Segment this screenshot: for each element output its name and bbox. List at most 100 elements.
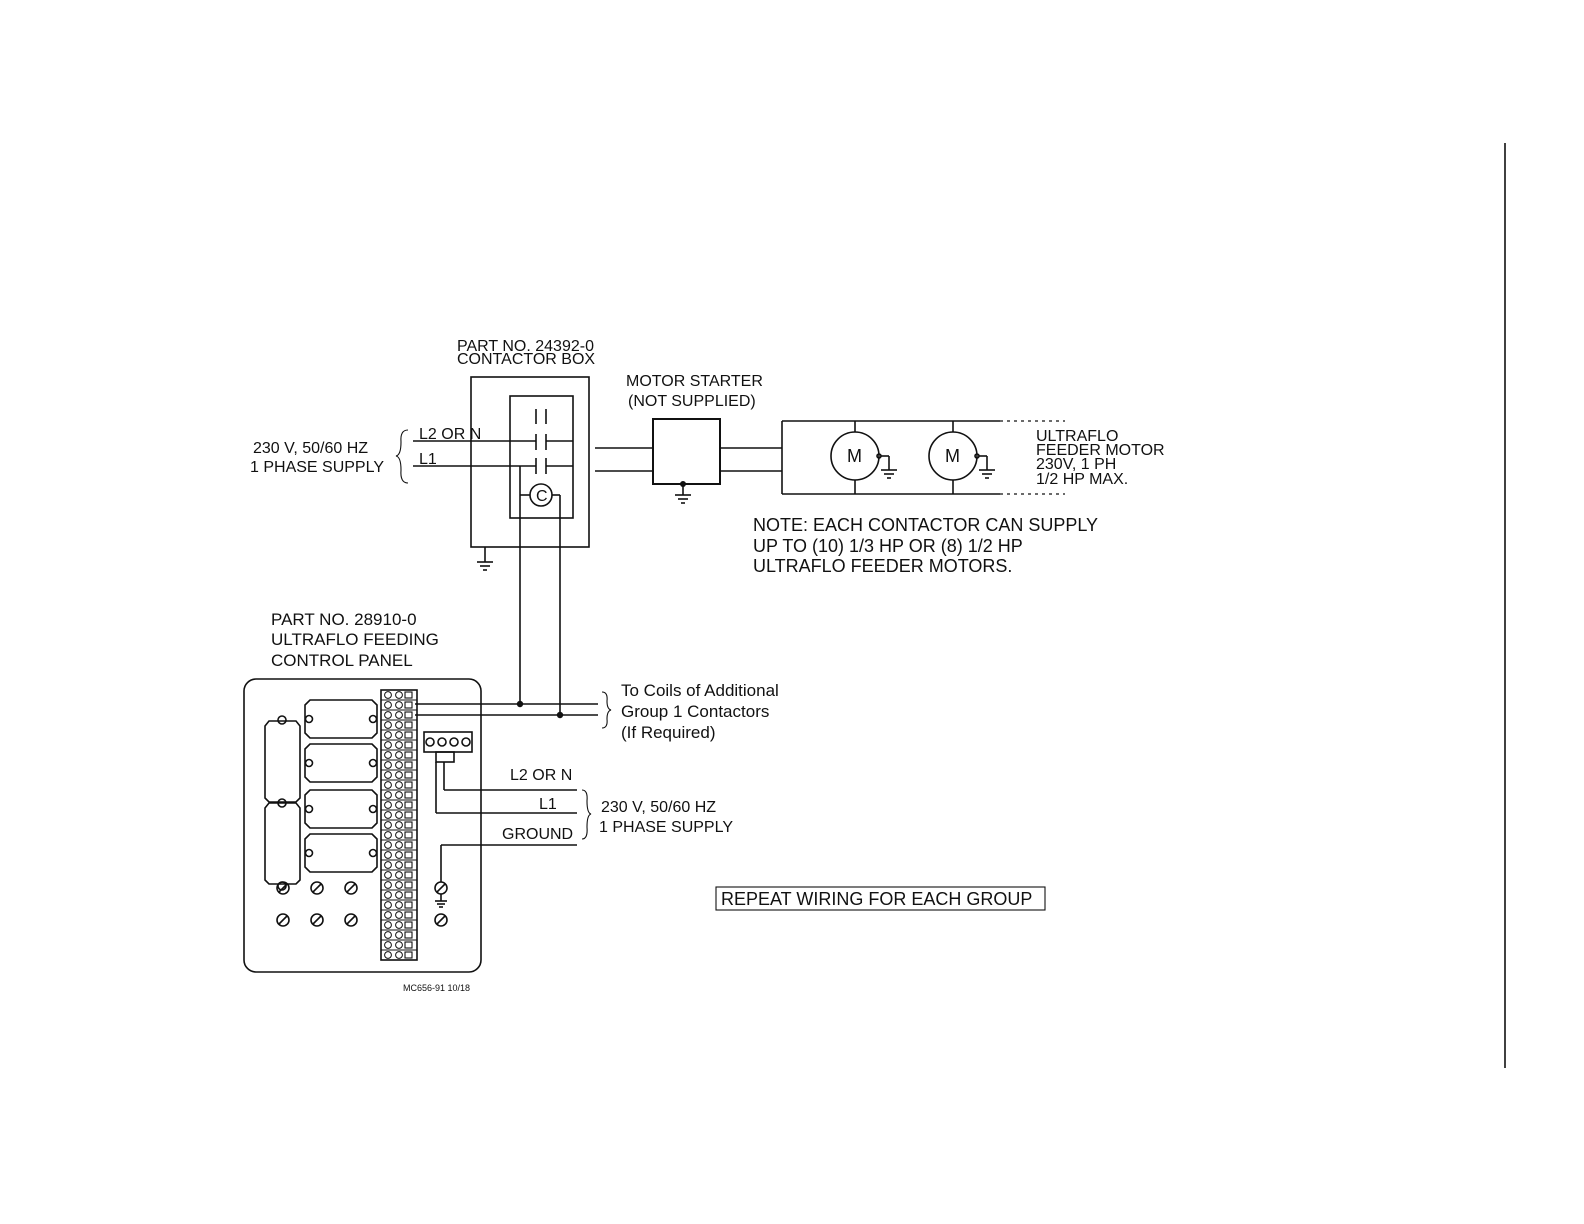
terminal-tag — [404, 901, 413, 909]
terminal-screw — [384, 751, 392, 759]
contactor-part-no: PART NO. 24392-0 — [457, 338, 594, 355]
terminal-screw — [395, 691, 403, 699]
terminal-tag — [404, 771, 413, 779]
terminal-screw — [384, 791, 392, 799]
terminal-screw — [395, 891, 403, 899]
terminal-screw — [384, 711, 392, 719]
motor-1 — [830, 431, 880, 481]
terminal-tag — [404, 891, 413, 899]
terminal-screw — [384, 831, 392, 839]
terminal-screw — [395, 791, 403, 799]
drawing-code: MC656-91 10/18 — [403, 983, 470, 993]
terminal-screw — [395, 711, 403, 719]
power-terminal-block — [423, 731, 473, 763]
coils-line-3: (If Required) — [621, 723, 715, 742]
terminal-screw — [395, 851, 403, 859]
bottom-supply-brace — [581, 789, 592, 840]
panel-outline — [243, 678, 482, 973]
coil-letter: C — [536, 488, 548, 505]
control-panel: PART NO. 28910-0 ULTRAFLO FEEDING CONTRO… — [243, 610, 482, 973]
terminal-tag — [404, 701, 413, 709]
panel-name: ULTRAFLO FEEDING — [271, 630, 439, 649]
contactor-inner-outline — [509, 395, 574, 519]
terminal-tag — [404, 831, 413, 839]
bottom-supply-voltage: 230 V, 50/60 HZ — [601, 799, 716, 816]
top-supply-voltage: 230 V, 50/60 HZ — [253, 440, 368, 457]
terminal-tag — [404, 731, 413, 739]
terminal-tag — [404, 781, 413, 789]
terminal-screw — [384, 891, 392, 899]
motor-2-symbol: M — [945, 446, 960, 466]
motor-label-2: FEEDER MOTOR — [1036, 442, 1165, 459]
terminal-screw — [395, 771, 403, 779]
terminal-screw — [384, 921, 392, 929]
terminal-tag — [404, 921, 413, 929]
motor-starter-note: (NOT SUPPLIED) — [628, 393, 756, 410]
top-supply-l1-label: L1 — [419, 451, 437, 468]
motor-label-4: 1/2 HP MAX. — [1036, 471, 1128, 488]
terminal-tag — [404, 911, 413, 919]
top-supply-brace — [395, 429, 409, 484]
coils-line-1: To Coils of Additional — [621, 681, 779, 700]
panel-name-2: CONTROL PANEL — [271, 651, 413, 670]
terminal-tag — [404, 741, 413, 749]
contactor-box-label: CONTACTOR BOX — [457, 351, 595, 368]
coils-line-2: Group 1 Contactors — [621, 702, 769, 721]
terminal-tag — [404, 931, 413, 939]
terminal-screw — [384, 931, 392, 939]
relay-modules — [264, 699, 378, 891]
note-line-2: UP TO (10) 1/3 HP OR (8) 1/2 HP — [753, 536, 1023, 556]
terminal-tag — [404, 851, 413, 859]
motor-2 — [928, 431, 978, 481]
repeat-note: REPEAT WIRING FOR EACH GROUP — [715, 886, 1046, 911]
terminal-screw — [384, 811, 392, 819]
terminal-screw — [395, 861, 403, 869]
terminal-tag — [404, 881, 413, 889]
contactor-box: PART NO. 24392-0 CONTACTOR BOX C — [457, 338, 595, 571]
terminal-screw — [395, 811, 403, 819]
terminal-tag — [404, 861, 413, 869]
capacity-note: NOTE: EACH CONTACTOR CAN SUPPLY UP TO (1… — [753, 515, 1098, 576]
terminal-screw — [384, 841, 392, 849]
terminal-screw — [384, 701, 392, 709]
motor-label-3: 230V, 1 PH — [1036, 456, 1116, 473]
terminal-screw — [384, 801, 392, 809]
terminal-tag — [404, 761, 413, 769]
terminal-screw — [395, 881, 403, 889]
bottom-supply-phase: 1 PHASE SUPPLY — [599, 819, 733, 836]
terminal-screw — [384, 901, 392, 909]
terminal-screw — [384, 871, 392, 879]
repeat-note-text: REPEAT WIRING FOR EACH GROUP — [721, 889, 1032, 909]
top-supply-l2-label: L2 OR N — [419, 426, 481, 443]
terminal-tag — [404, 721, 413, 729]
bottom-l1-label: L1 — [539, 796, 557, 813]
terminal-screw — [395, 761, 403, 769]
terminal-screw — [395, 951, 403, 959]
contactor-box-outline — [470, 376, 590, 548]
ground-stud — [434, 881, 448, 927]
terminal-tag — [404, 751, 413, 759]
motor-1-symbol: M — [847, 446, 862, 466]
coils-brace — [601, 691, 612, 729]
terminal-tag — [404, 791, 413, 799]
terminal-screw — [384, 771, 392, 779]
terminal-tag — [404, 811, 413, 819]
terminal-tag — [404, 951, 413, 959]
terminal-tag — [404, 841, 413, 849]
terminal-screw — [384, 911, 392, 919]
terminal-tag — [404, 821, 413, 829]
terminal-screw — [395, 741, 403, 749]
terminal-screw — [395, 701, 403, 709]
terminal-screw — [395, 831, 403, 839]
terminal-tag — [404, 801, 413, 809]
top-supply-phase: 1 PHASE SUPPLY — [250, 459, 384, 476]
terminal-screw — [395, 841, 403, 849]
motor-starter-label: MOTOR STARTER — [626, 373, 763, 390]
terminal-tag — [404, 941, 413, 949]
terminal-screw — [384, 691, 392, 699]
terminal-screw — [395, 781, 403, 789]
note-line-1: NOTE: EACH CONTACTOR CAN SUPPLY — [753, 515, 1098, 535]
top-supply: 230 V, 50/60 HZ 1 PHASE SUPPLY L2 OR N L… — [250, 426, 536, 495]
motor-label-1: ULTRAFLO — [1036, 428, 1118, 445]
bottom-supply: L2 OR N L1 GROUND 230 V, 50/60 HZ 1 PHAS… — [435, 762, 733, 882]
